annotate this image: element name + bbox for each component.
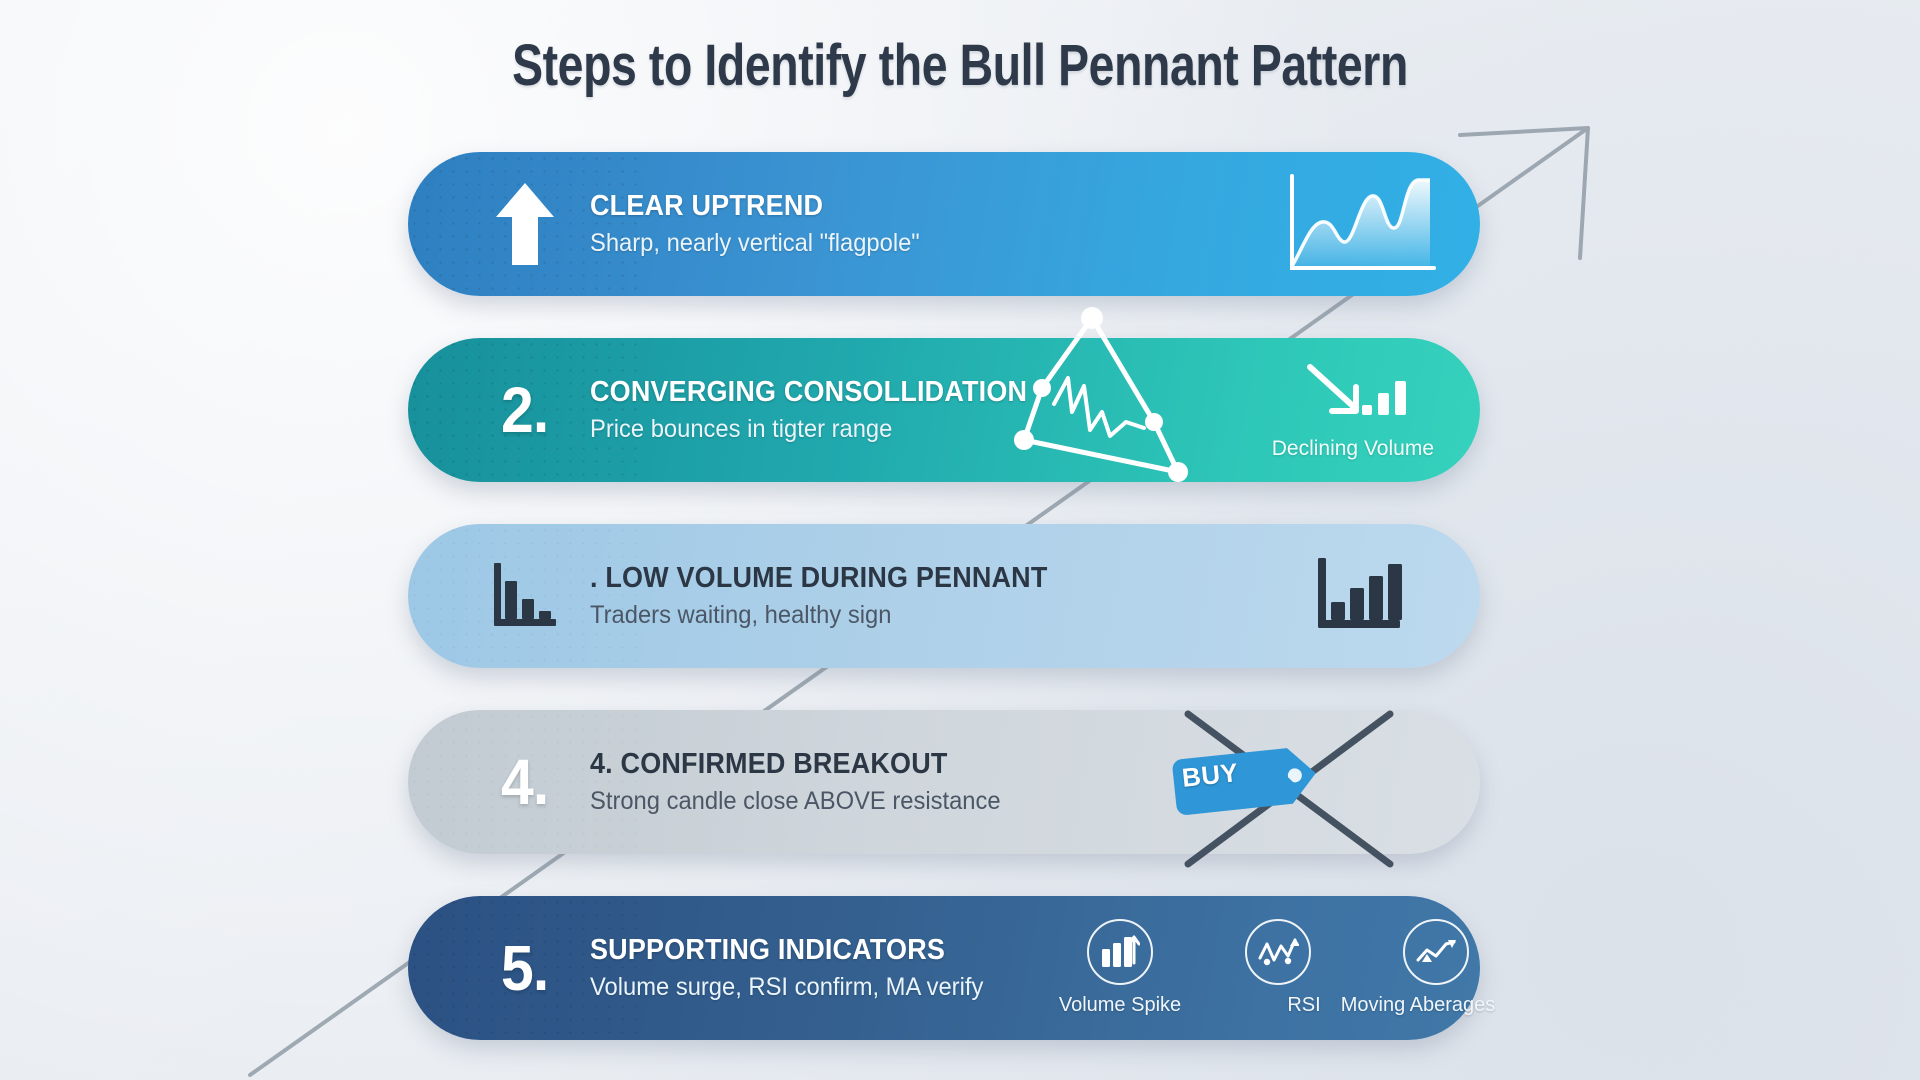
card-background <box>408 524 1480 668</box>
step-number: 4. <box>501 746 549 818</box>
step-art: BUY <box>1120 710 1440 868</box>
steps-list: CLEAR UPTREND Sharp, nearly vertical "fl… <box>408 152 1495 1080</box>
indicator-circle <box>1403 919 1469 985</box>
pennant-triangle-icon <box>1014 307 1188 482</box>
step-text-block: 4. CONFIRMED BREAKOUT Strong candle clos… <box>584 748 1120 815</box>
declining-volume-label: Declining Volume <box>1271 437 1434 460</box>
page-title: Steps to Identify the Bull Pennant Patte… <box>512 33 1408 98</box>
card-background <box>408 896 1480 1040</box>
card-dot-texture <box>408 710 638 854</box>
step-marker <box>466 559 584 633</box>
step-card-converging-consolidation[interactable]: 2. CONVERGING CONSOLLIDATION Price bounc… <box>408 307 1480 482</box>
step-art: Declining Volume <box>1014 307 1440 482</box>
step-art <box>1160 152 1440 296</box>
step-title: CLEAR UPTREND <box>590 190 824 223</box>
step-title: . LOW VOLUME DURING PENNANT <box>590 562 1048 595</box>
step-subtitle: Volume surge, RSI confirm, MA verify <box>590 972 984 1001</box>
step-marker: 4. <box>466 750 584 814</box>
step-card-confirmed-breakout[interactable]: 4. 4. CONFIRMED BREAKOUT Strong candle c… <box>408 710 1480 868</box>
ascending-bar-chart-icon <box>1318 558 1402 628</box>
step-marker <box>466 181 584 267</box>
card-dot-texture <box>408 524 638 668</box>
indicator-group: Volume Spike <box>1054 919 1502 1017</box>
step-number: 5. <box>501 932 549 1004</box>
moving-average-line-icon <box>1416 940 1456 962</box>
step-number: 2. <box>501 374 549 446</box>
indicator-circle <box>1245 919 1311 985</box>
indicator-moving-averages[interactable]: Moving Aberages <box>1341 919 1502 1017</box>
card-dot-texture <box>408 338 638 482</box>
step-card-low-volume-during-pennant[interactable]: . LOW VOLUME DURING PENNANT Traders wait… <box>408 524 1480 668</box>
step-text-block: . LOW VOLUME DURING PENNANT Traders wait… <box>584 562 1160 629</box>
step-text-block: SUPPORTING INDICATORS Volume surge, RSI … <box>584 934 1054 1001</box>
indicator-label: Moving Aberages <box>1340 994 1496 1016</box>
declining-volume-group: Declining Volume <box>1272 359 1434 461</box>
indicator-label: Volume Spike <box>1058 994 1182 1016</box>
step-subtitle: Price bounces in tigter range <box>590 414 893 443</box>
card-background <box>408 338 1480 482</box>
indicator-label: RSI <box>1287 994 1321 1016</box>
card-dot-texture <box>408 896 638 1040</box>
step-subtitle: Strong candle close ABOVE resistance <box>590 786 1001 815</box>
indicator-volume-spike[interactable]: Volume Spike <box>1054 919 1186 1017</box>
volume-bars-up-arrow-icon <box>1102 935 1140 967</box>
rsi-wave-icon <box>1258 938 1299 966</box>
step-text-block: CONVERGING CONSOLLIDATION Price bounces … <box>584 376 1028 443</box>
step-art: Volume Spike <box>1054 896 1512 1040</box>
step-subtitle: Traders waiting, healthy sign <box>590 600 892 629</box>
step-marker: 2. <box>466 378 584 442</box>
area-chart-icon <box>1290 174 1436 270</box>
step-card-clear-uptrend[interactable]: CLEAR UPTREND Sharp, nearly vertical "fl… <box>408 152 1480 296</box>
indicator-rsi[interactable]: RSI <box>1212 919 1344 1017</box>
step-title: CONVERGING CONSOLLIDATION <box>590 376 1028 409</box>
step-text-block: CLEAR UPTREND Sharp, nearly vertical "fl… <box>584 190 1160 257</box>
buy-tag-with-cross-icon: BUY <box>1140 710 1440 868</box>
step-subtitle: Sharp, nearly vertical "flagpole" <box>590 228 920 257</box>
buy-badge-label: BUY <box>1180 757 1240 793</box>
down-arrow-declining-bars-icon <box>1306 364 1406 415</box>
descending-bar-chart-icon <box>494 563 556 626</box>
indicator-circle <box>1087 919 1153 985</box>
card-background <box>408 152 1480 296</box>
step-card-supporting-indicators[interactable]: 5. SUPPORTING INDICATORS Volume surge, R… <box>408 896 1495 1040</box>
cross-and-tag-shape <box>1172 710 1394 868</box>
step-art <box>1160 524 1440 668</box>
step-marker: 5. <box>466 936 584 1000</box>
step-title: 4. CONFIRMED BREAKOUT <box>590 748 948 781</box>
up-arrow-icon <box>496 183 554 265</box>
step-title: SUPPORTING INDICATORS <box>590 934 946 967</box>
